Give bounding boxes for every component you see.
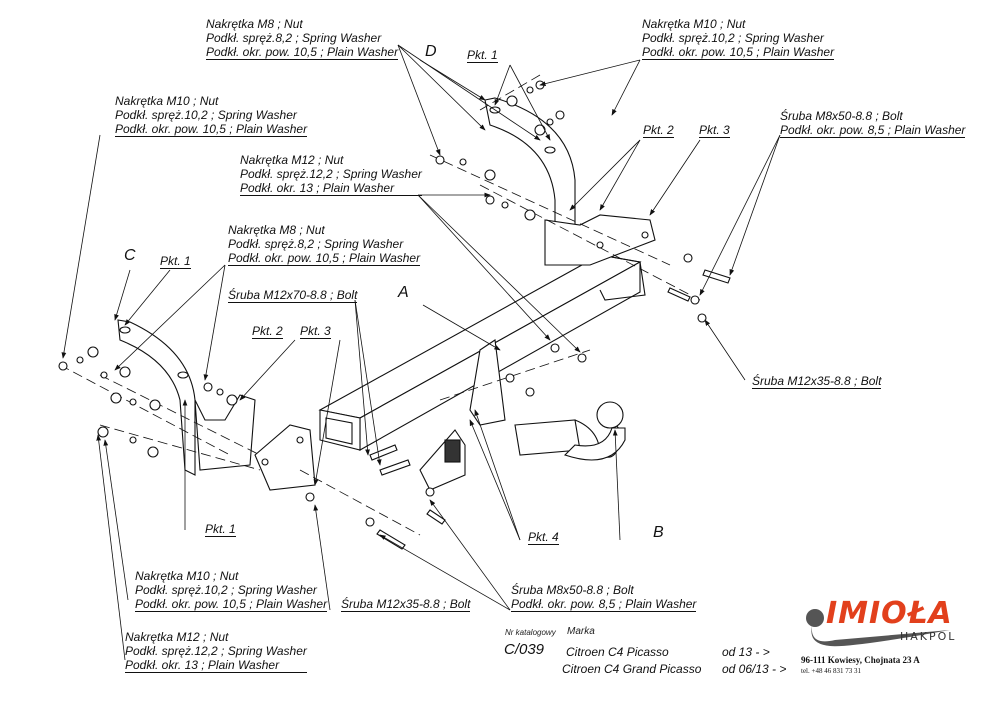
callout-line: Podkł. okr. pow. 10,5 ; Plain Washer xyxy=(135,597,328,612)
callout-bolt-m8-bottom: Śruba M8x50-8.8 ; Bolt Podkł. okr. pow. … xyxy=(511,583,697,612)
callout-nut-m10-top-right: Nakrętka M10 ; Nut Podkł. spręż.10,2 ; S… xyxy=(642,17,835,60)
callout-line: Podkł. okr. pow. 8,5 ; Plain Washer xyxy=(780,123,966,138)
callout-line: Podkł. okr. 13 ; Plain Washer xyxy=(125,658,307,673)
callout-line: Śruba M12x35-8.8 ; Bolt xyxy=(752,374,882,389)
callout-line: Podkł. spręż.10,2 ; Spring Washer xyxy=(642,31,824,45)
callout-line: Podkł. spręż.8,2 ; Spring Washer xyxy=(206,31,382,45)
part-letter-d: D xyxy=(425,43,437,60)
callout-line: Podkł. spręż.10,2 ; Spring Washer xyxy=(115,108,297,122)
part-letter-b: B xyxy=(653,524,664,541)
callout-line: Podkł. okr. 13 ; Plain Washer xyxy=(240,181,422,196)
callout-line: Podkł. spręż.8,2 ; Spring Washer xyxy=(228,237,404,251)
brand-address: 96-111 Kowiesy, Chojnata 23 A xyxy=(801,655,920,665)
callout-nut-m10-left: Nakrętka M10 ; Nut Podkł. spręż.10,2 ; S… xyxy=(115,94,308,137)
part-letter-c: C xyxy=(124,247,136,264)
callout-line: Nakrętka M8 ; Nut xyxy=(228,223,325,237)
model-from: od 13 - > xyxy=(722,645,770,659)
socket-plate xyxy=(419,429,466,491)
callout-line: Podkł. okr. pow. 10,5 ; Plain Washer xyxy=(228,251,421,266)
callout-line: Śruba M8x50-8.8 ; Bolt xyxy=(511,583,634,597)
callout-bolt-m12x35-right: Śruba M12x35-8.8 ; Bolt xyxy=(752,374,882,389)
callout-bolt-m8-right: Śruba M8x50-8.8 ; Bolt Podkł. okr. pow. … xyxy=(780,109,966,138)
bracket-mid-left xyxy=(254,424,316,491)
callout-nut-m12-bottom: Nakrętka M12 ; Nut Podkł. spręż.12,2 ; S… xyxy=(125,630,307,673)
callout-line: Podkł. okr. pow. 10,5 ; Plain Washer xyxy=(206,45,399,60)
callout-nut-m12-center: Nakrętka M12 ; Nut Podkł. spręż.12,2 ; S… xyxy=(240,153,422,196)
callout-line: Nakrętka M12 ; Nut xyxy=(240,153,344,167)
point-label-pkt2-right: Pkt. 2 xyxy=(643,123,674,138)
callout-line: Śruba M12x35-8.8 ; Bolt xyxy=(341,597,471,612)
model-name: Citroen C4 Grand Picasso xyxy=(562,662,702,676)
callout-line: Śruba M12x70-8.8 ; Bolt xyxy=(228,288,358,303)
callout-line: Śruba M8x50-8.8 ; Bolt xyxy=(780,109,903,123)
catalog-number: C/039 xyxy=(504,641,545,658)
model-from: od 06/13 - > xyxy=(722,662,787,676)
callout-nut-m8-mid: Nakrętka M8 ; Nut Podkł. spręż.8,2 ; Spr… xyxy=(228,223,421,266)
brand-phone: tel. +48 46 831 73 31 xyxy=(801,667,861,675)
callout-nut-m8-top: Nakrętka M8 ; Nut Podkł. spręż.8,2 ; Spr… xyxy=(206,17,399,60)
callout-line: Podkł. spręż.12,2 ; Spring Washer xyxy=(240,167,422,181)
callout-nut-m10-bottom: Nakrętka M10 ; Nut Podkł. spręż.10,2 ; S… xyxy=(135,569,328,612)
callout-bolt-m12x35-bottom: Śruba M12x35-8.8 ; Bolt xyxy=(341,597,471,612)
callout-line: Nakrętka M10 ; Nut xyxy=(115,94,219,108)
point-label-pkt4: Pkt. 4 xyxy=(528,530,559,545)
callout-line: Nakrętka M10 ; Nut xyxy=(642,17,746,31)
callout-line: Nakrętka M8 ; Nut xyxy=(206,17,303,31)
cross-beam-a xyxy=(318,254,646,451)
callout-line: Nakrętka M12 ; Nut xyxy=(125,630,229,644)
ball-hook-b xyxy=(469,339,626,461)
callout-line: Podkł. spręż.10,2 ; Spring Washer xyxy=(135,583,317,597)
logo-hook-icon xyxy=(806,609,950,647)
point-label-pkt1-left: Pkt. 1 xyxy=(160,254,191,269)
callout-bolt-m12x70: Śruba M12x70-8.8 ; Bolt xyxy=(228,288,358,303)
brand-logo: IMIOŁA xyxy=(826,596,953,631)
point-label-pkt3-right: Pkt. 3 xyxy=(699,123,730,138)
callout-line: Podkł. okr. pow. 8,5 ; Plain Washer xyxy=(511,597,697,612)
part-letter-a: A xyxy=(398,284,409,301)
point-label-pkt1-top: Pkt. 1 xyxy=(467,48,498,63)
point-label-pkt1-bottom: Pkt. 1 xyxy=(205,522,236,537)
brand-label: Marka xyxy=(567,626,595,637)
model-name: Citroen C4 Picasso xyxy=(566,645,669,659)
point-label-pkt2-left: Pkt. 2 xyxy=(252,324,283,339)
catalog-number-label: Nr katalogowy xyxy=(505,628,556,637)
callout-line: Podkł. okr. pow. 10,5 ; Plain Washer xyxy=(642,45,835,60)
point-label-pkt3-left: Pkt. 3 xyxy=(300,324,331,339)
callout-line: Podkł. okr. pow. 10,5 ; Plain Washer xyxy=(115,122,308,137)
callout-line: Nakrętka M10 ; Nut xyxy=(135,569,239,583)
callout-line: Podkł. spręż.12,2 ; Spring Washer xyxy=(125,644,307,658)
brand-sub: HAKPOL xyxy=(900,630,957,643)
bracket-d xyxy=(484,97,656,266)
bracket-c xyxy=(117,319,256,476)
